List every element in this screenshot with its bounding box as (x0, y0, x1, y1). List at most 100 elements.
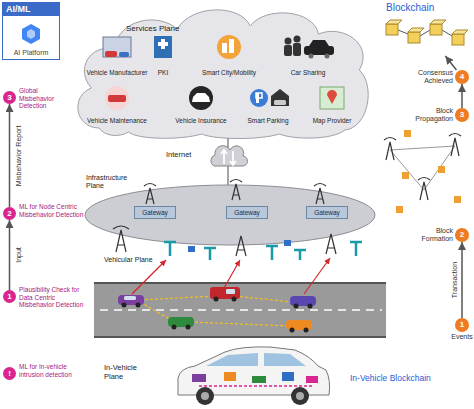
node-text: 4 (455, 70, 469, 84)
node-text: Gateway (307, 207, 347, 218)
service-item: Vehicle Maintenance (84, 80, 150, 124)
rsu (164, 242, 176, 256)
rsu (266, 246, 278, 260)
connector-arrow (9, 104, 11, 207)
in-vehicle-car (178, 347, 330, 405)
gateway-box: Gateway (134, 206, 176, 219)
link-line (227, 166, 229, 185)
node-text: Blockchain (386, 2, 434, 13)
edge-label: Transaction (451, 262, 458, 298)
node-text: AI Platform (3, 49, 59, 56)
node-text: ML for Node Centric Misbehavior Detectio… (19, 203, 85, 218)
tower (326, 234, 336, 254)
wheel (186, 325, 191, 330)
v2i-link (132, 260, 166, 294)
block-top (408, 28, 424, 32)
tower (418, 178, 430, 201)
map-icon (320, 87, 344, 109)
gateway-box: Gateway (306, 206, 348, 219)
car (118, 295, 144, 305)
node-text: Car Sharing (272, 69, 344, 76)
ai-logo-outer (22, 24, 40, 44)
ai-logo-inner (27, 29, 35, 39)
node-text: AI/ML (3, 3, 59, 16)
insurance-car (192, 93, 210, 102)
node-text: 3 (455, 108, 469, 122)
block-link (398, 30, 452, 36)
plane-label: In-Vehicle Plane (104, 364, 154, 381)
person-icon (285, 38, 292, 45)
tower (314, 184, 326, 205)
node-text: Smart Parking (234, 117, 302, 124)
rsu (350, 242, 362, 256)
node-text: 1 (3, 290, 16, 303)
smart-city-building (229, 39, 234, 53)
block-top (430, 20, 446, 24)
block-square (396, 206, 403, 213)
connector-arrow (445, 56, 456, 70)
garage-car (274, 100, 286, 105)
road-band: Vehicular Plane (94, 282, 386, 338)
step-circle: 2ML for Node Centric Misbehavior Detecti… (3, 207, 16, 220)
service-item: Map Provider (302, 80, 362, 124)
step-circle: 1Events (455, 318, 469, 332)
service-item: PKI (148, 28, 178, 76)
tower (449, 134, 461, 157)
car-window (226, 289, 235, 294)
node-text: Gateway (227, 207, 267, 218)
node-text: Vehicle Manufacturer (78, 69, 156, 76)
node-text: ML for In-vehicle intrusion detection (19, 363, 91, 378)
node-text: Vehicle Insurance (162, 117, 240, 124)
car-window (206, 353, 306, 366)
node-text: Global Misbehavior Detection (19, 87, 69, 110)
wheel (290, 328, 295, 333)
road-side-units (164, 240, 362, 260)
ecu (282, 372, 294, 381)
node-text: 3 (3, 91, 16, 104)
car (286, 320, 312, 330)
node-text: Map Provider (298, 117, 366, 124)
pki-cross (161, 39, 165, 49)
wheel (201, 392, 209, 400)
wheel (304, 328, 309, 333)
wheel (291, 387, 309, 405)
car-body (178, 347, 330, 395)
node-text: 1 (455, 318, 469, 332)
step-circle: 2Block Formation (455, 228, 469, 242)
edge-label: Input (14, 247, 21, 263)
node-text: ! (3, 367, 16, 380)
ecu (306, 376, 318, 383)
can-bus (199, 385, 312, 387)
ai-logo (22, 24, 40, 44)
wheel (309, 54, 314, 59)
manufacturer-car (105, 51, 117, 57)
step-circle: !ML for In-vehicle intrusion detection (3, 367, 16, 380)
internet-cloud (211, 146, 248, 166)
map-pin (327, 90, 337, 104)
block-square (438, 166, 445, 173)
step-circle: 3Block Propagation (455, 108, 469, 122)
node-text: Vehicle Maintenance (80, 117, 154, 124)
block-square (404, 130, 411, 137)
blockchain-blocks (386, 20, 468, 45)
smart-city-icon (217, 35, 241, 59)
v2i-link (224, 260, 240, 288)
rsu (204, 248, 216, 260)
node-text: Services Plane (126, 24, 179, 33)
down-arrow (230, 151, 236, 165)
node-text: Vehicular Plane (104, 256, 154, 264)
wheel (122, 303, 127, 308)
parking-icon (250, 89, 268, 107)
car (210, 287, 240, 299)
device (284, 240, 291, 246)
v2v-link (140, 296, 292, 326)
car (290, 296, 316, 306)
rsu (294, 250, 306, 260)
internet-link (211, 138, 248, 185)
tower (113, 226, 129, 252)
tower (144, 184, 156, 205)
service-item: Smart City/Mobility (192, 28, 266, 76)
wheel (214, 297, 219, 302)
